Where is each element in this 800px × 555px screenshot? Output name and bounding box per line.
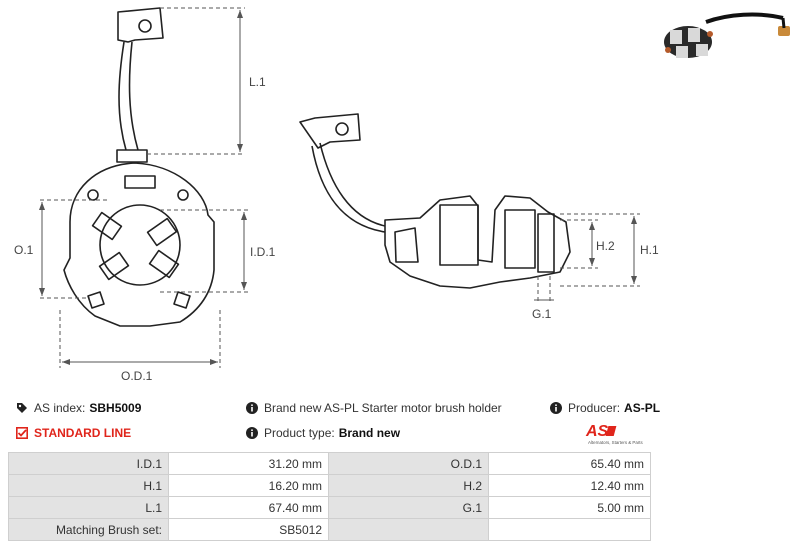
standard-line-label: STANDARD LINE bbox=[34, 426, 132, 440]
product-type-row: Product type: Brand new bbox=[246, 426, 400, 440]
spec-value: 65.40 mm bbox=[488, 452, 651, 475]
spec-value bbox=[488, 518, 651, 541]
spec-key bbox=[328, 518, 489, 541]
info-icon bbox=[550, 402, 562, 414]
as-logo: AS Alternators, Starters & Parts bbox=[582, 420, 654, 446]
front-terminal-tab bbox=[116, 7, 164, 163]
as-index-value: SBH5009 bbox=[89, 401, 142, 415]
product-type-label: Product type: bbox=[264, 426, 335, 440]
arrowheads bbox=[39, 10, 637, 365]
tag-icon bbox=[17, 403, 27, 413]
table-row: H.1 16.20 mm H.2 12.40 mm bbox=[8, 474, 651, 497]
spec-key: H.2 bbox=[328, 474, 489, 497]
dim-label-o1: O.1 bbox=[14, 243, 34, 257]
as-index-label: AS index: bbox=[34, 401, 86, 415]
table-row: I.D.1 31.20 mm O.D.1 65.40 mm bbox=[8, 452, 651, 475]
spec-key: O.D.1 bbox=[328, 452, 489, 475]
dim-label-g1: G.1 bbox=[532, 307, 552, 321]
spec-key: I.D.1 bbox=[8, 452, 169, 475]
dim-label-h1: H.1 bbox=[640, 243, 659, 257]
spec-value: 67.40 mm bbox=[168, 496, 329, 519]
as-index-row: AS index: SBH5009 bbox=[16, 401, 141, 415]
description-text: Brand new AS-PL Starter motor brush hold… bbox=[264, 401, 502, 415]
producer-value: AS-PL bbox=[624, 401, 661, 415]
spec-key: G.1 bbox=[328, 496, 489, 519]
technical-drawing: L.1 O.1 I.D.1 O.D.1 H.1 H.2 G.1 bbox=[14, 7, 659, 383]
front-brush-plate bbox=[63, 162, 215, 327]
standard-line-row: STANDARD LINE bbox=[16, 426, 131, 440]
spec-key: H.1 bbox=[8, 474, 169, 497]
product-photo bbox=[664, 12, 790, 58]
dim-label-h2: H.2 bbox=[596, 239, 615, 253]
spec-table: I.D.1 31.20 mm O.D.1 65.40 mm H.1 16.20 … bbox=[8, 452, 651, 541]
product-type-value: Brand new bbox=[338, 426, 401, 440]
dim-label-id1: I.D.1 bbox=[250, 245, 276, 259]
dimension-lines bbox=[40, 7, 640, 368]
as-logo-text: AS bbox=[585, 423, 609, 440]
description-row: Brand new AS-PL Starter motor brush hold… bbox=[246, 401, 502, 415]
table-row: L.1 67.40 mm G.1 5.00 mm bbox=[8, 496, 651, 519]
side-terminal-tab bbox=[299, 113, 386, 233]
info-icon bbox=[246, 427, 258, 439]
side-brush-holder bbox=[384, 195, 571, 289]
checkbox-checked-icon bbox=[16, 427, 28, 439]
table-row: Matching Brush set: SB5012 bbox=[8, 518, 651, 541]
spec-value: SB5012 bbox=[168, 518, 329, 541]
producer-label: Producer: bbox=[568, 401, 621, 415]
spec-value: 12.40 mm bbox=[488, 474, 651, 497]
dim-label-od1: O.D.1 bbox=[121, 369, 153, 383]
spec-key: Matching Brush set: bbox=[8, 518, 169, 541]
spec-value: 31.20 mm bbox=[168, 452, 329, 475]
info-icon bbox=[246, 402, 258, 414]
producer-row: Producer: AS-PL bbox=[550, 401, 660, 415]
as-logo-tagline: Alternators, Starters & Parts bbox=[588, 440, 643, 445]
spec-value: 5.00 mm bbox=[488, 496, 651, 519]
spec-value: 16.20 mm bbox=[168, 474, 329, 497]
spec-key: L.1 bbox=[8, 496, 169, 519]
as-logo-mark: AS Alternators, Starters & Parts bbox=[585, 423, 643, 445]
dim-label-l1: L.1 bbox=[249, 75, 266, 89]
